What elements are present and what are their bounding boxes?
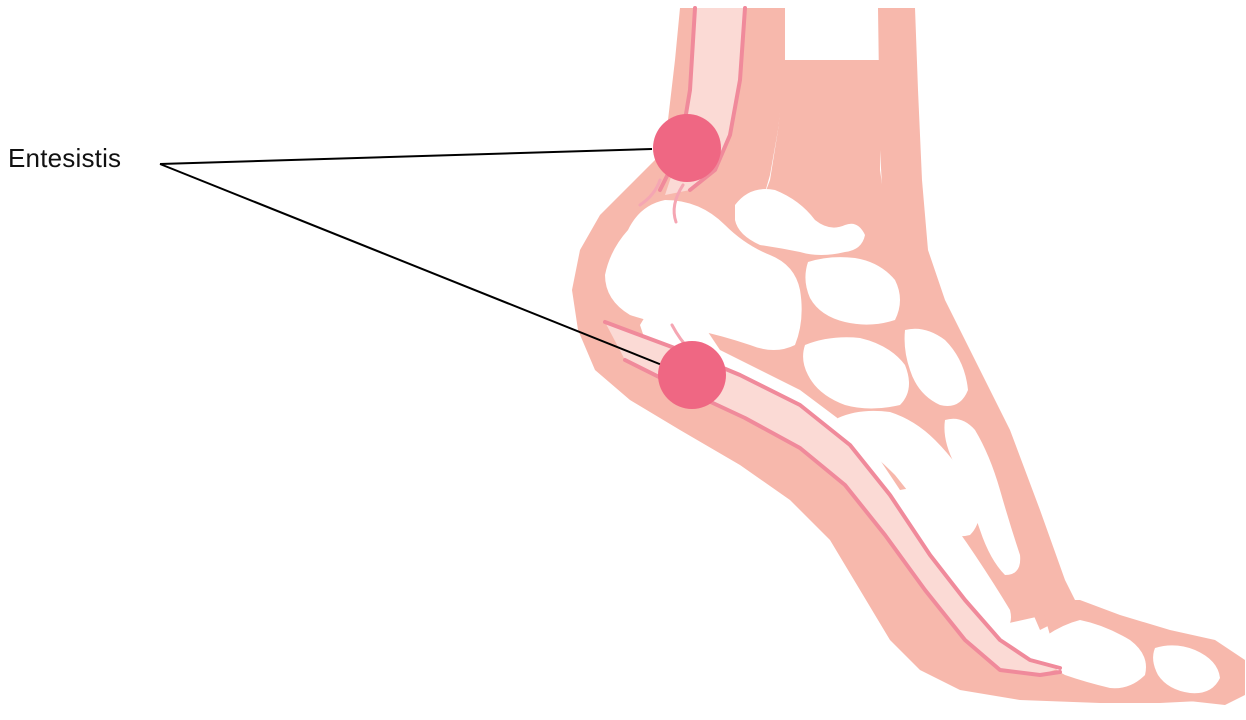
enthesitis-label: Entesistis: [8, 143, 121, 174]
leader-line-achilles: [160, 149, 652, 164]
enthesitis-marker-plantar: [658, 341, 726, 409]
enthesitis-marker-achilles: [653, 114, 721, 182]
